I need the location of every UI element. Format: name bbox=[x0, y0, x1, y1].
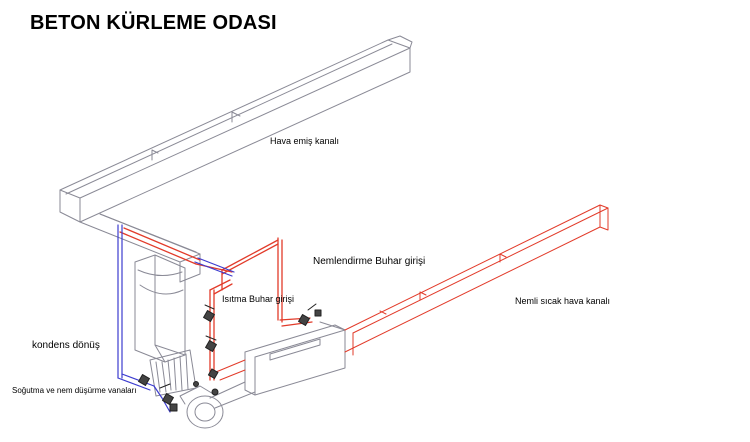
label-humid-hot-air-duct: Nemli sıcak hava kanalı bbox=[515, 296, 611, 306]
valve-fittings bbox=[138, 309, 322, 412]
condensate-return-lines bbox=[117, 224, 235, 413]
label-heating-steam-inlet: Isıtma Buhar girişi bbox=[222, 294, 295, 304]
diagram-title: BETON KÜRLEME ODASI bbox=[30, 12, 277, 34]
label-condensate-return: kondens dönüş bbox=[32, 340, 100, 351]
humid-hot-air-duct bbox=[215, 204, 609, 381]
intake-duct bbox=[59, 35, 413, 429]
label-intake-duct: Hava emiş kanalı bbox=[270, 136, 340, 146]
valve-handles bbox=[159, 303, 317, 389]
steam-supply-lines bbox=[119, 227, 313, 381]
label-cooling-dehumidifying-valves: Soğutma ve nem düşürme vanaları bbox=[12, 386, 137, 395]
label-humidification-steam-inlet: Nemlendirme Buhar girişi bbox=[313, 256, 426, 267]
